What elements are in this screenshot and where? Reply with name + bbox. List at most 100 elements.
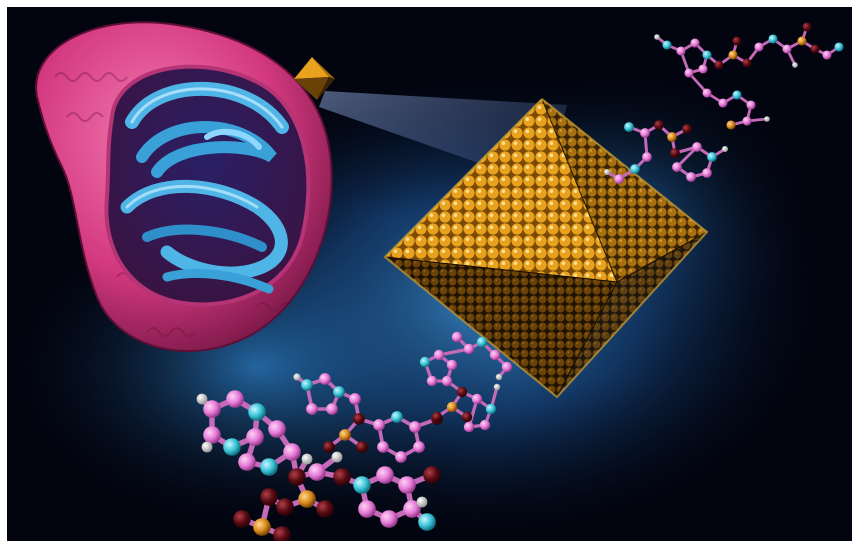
- atom: [732, 36, 742, 46]
- atom: [463, 343, 475, 355]
- illustration-canvas: [7, 7, 852, 541]
- atom: [398, 476, 416, 494]
- atom: [707, 152, 717, 162]
- atom: [461, 411, 473, 423]
- atom: [226, 390, 244, 408]
- atom: [418, 513, 436, 531]
- atom: [409, 421, 421, 433]
- atom: [431, 411, 443, 423]
- atom: [356, 441, 368, 453]
- atom: [682, 124, 692, 134]
- atom: [380, 510, 398, 528]
- molecule-upper-right: [604, 120, 728, 184]
- atom: [624, 122, 634, 132]
- molecule-large: [196, 390, 441, 541]
- atom: [246, 428, 264, 446]
- atom: [376, 466, 394, 484]
- atom: [451, 331, 463, 343]
- atom: [288, 468, 306, 486]
- atom: [326, 403, 338, 415]
- atom: [834, 42, 844, 52]
- gold-octahedron-nanoparticle-icon: [383, 98, 709, 399]
- atom: [260, 458, 278, 476]
- atom: [722, 146, 728, 152]
- atom: [754, 42, 764, 52]
- atom: [373, 419, 385, 431]
- atom: [764, 116, 770, 122]
- atom: [768, 34, 778, 44]
- atom: [702, 50, 712, 60]
- atom: [333, 386, 345, 398]
- atom: [268, 420, 286, 438]
- atom: [201, 441, 213, 453]
- atom: [471, 393, 483, 405]
- atom: [692, 142, 702, 152]
- atom: [662, 40, 672, 50]
- atom: [273, 526, 291, 541]
- mitochondrion-icon: [35, 21, 333, 352]
- atom: [654, 34, 660, 40]
- atom: [353, 476, 371, 494]
- atom: [501, 361, 513, 373]
- atom: [319, 373, 331, 385]
- small-octahedron-icon: [294, 57, 335, 100]
- atom: [746, 100, 756, 110]
- atom: [456, 386, 468, 398]
- atom: [358, 500, 376, 518]
- atom: [441, 375, 453, 387]
- atom: [495, 373, 503, 381]
- atom: [298, 490, 316, 508]
- molecules: [196, 22, 844, 541]
- atom: [797, 36, 807, 46]
- atom: [223, 438, 241, 456]
- atom: [476, 336, 488, 348]
- atom: [238, 453, 256, 471]
- atom: [323, 441, 335, 453]
- atom: [802, 22, 812, 32]
- atom: [403, 500, 421, 518]
- atom: [203, 400, 221, 418]
- atom: [446, 359, 458, 371]
- atom: [642, 152, 652, 162]
- atom: [196, 393, 208, 405]
- cristae: [120, 81, 289, 294]
- atom: [698, 64, 708, 74]
- atom: [684, 68, 694, 78]
- atom: [690, 38, 700, 48]
- atom: [308, 463, 326, 481]
- atom: [423, 466, 441, 484]
- atom: [676, 46, 686, 56]
- molecule-middle: [293, 373, 443, 463]
- atom: [416, 496, 428, 508]
- atom: [614, 174, 624, 184]
- atom: [742, 58, 752, 68]
- atom: [339, 429, 351, 441]
- atom: [604, 169, 610, 175]
- atom: [810, 44, 820, 54]
- atom: [792, 62, 798, 68]
- atom: [316, 500, 334, 518]
- illustration-svg: [7, 7, 852, 541]
- atom: [248, 403, 266, 421]
- molecule-top-right: [654, 22, 844, 130]
- atom: [654, 120, 664, 130]
- atom: [306, 403, 318, 415]
- atom: [728, 50, 738, 60]
- atom: [485, 403, 497, 415]
- atom: [726, 120, 736, 130]
- atom: [260, 488, 278, 506]
- atom: [667, 132, 677, 142]
- atom: [489, 349, 501, 361]
- atom: [463, 421, 475, 433]
- atom: [353, 413, 365, 425]
- atom: [640, 128, 650, 138]
- atom: [331, 451, 343, 463]
- atom: [493, 383, 501, 391]
- atom: [672, 162, 682, 172]
- atom: [377, 441, 389, 453]
- atom: [702, 168, 712, 178]
- atom: [714, 60, 724, 70]
- atom: [670, 148, 680, 158]
- atom: [301, 453, 313, 465]
- atom: [479, 419, 491, 431]
